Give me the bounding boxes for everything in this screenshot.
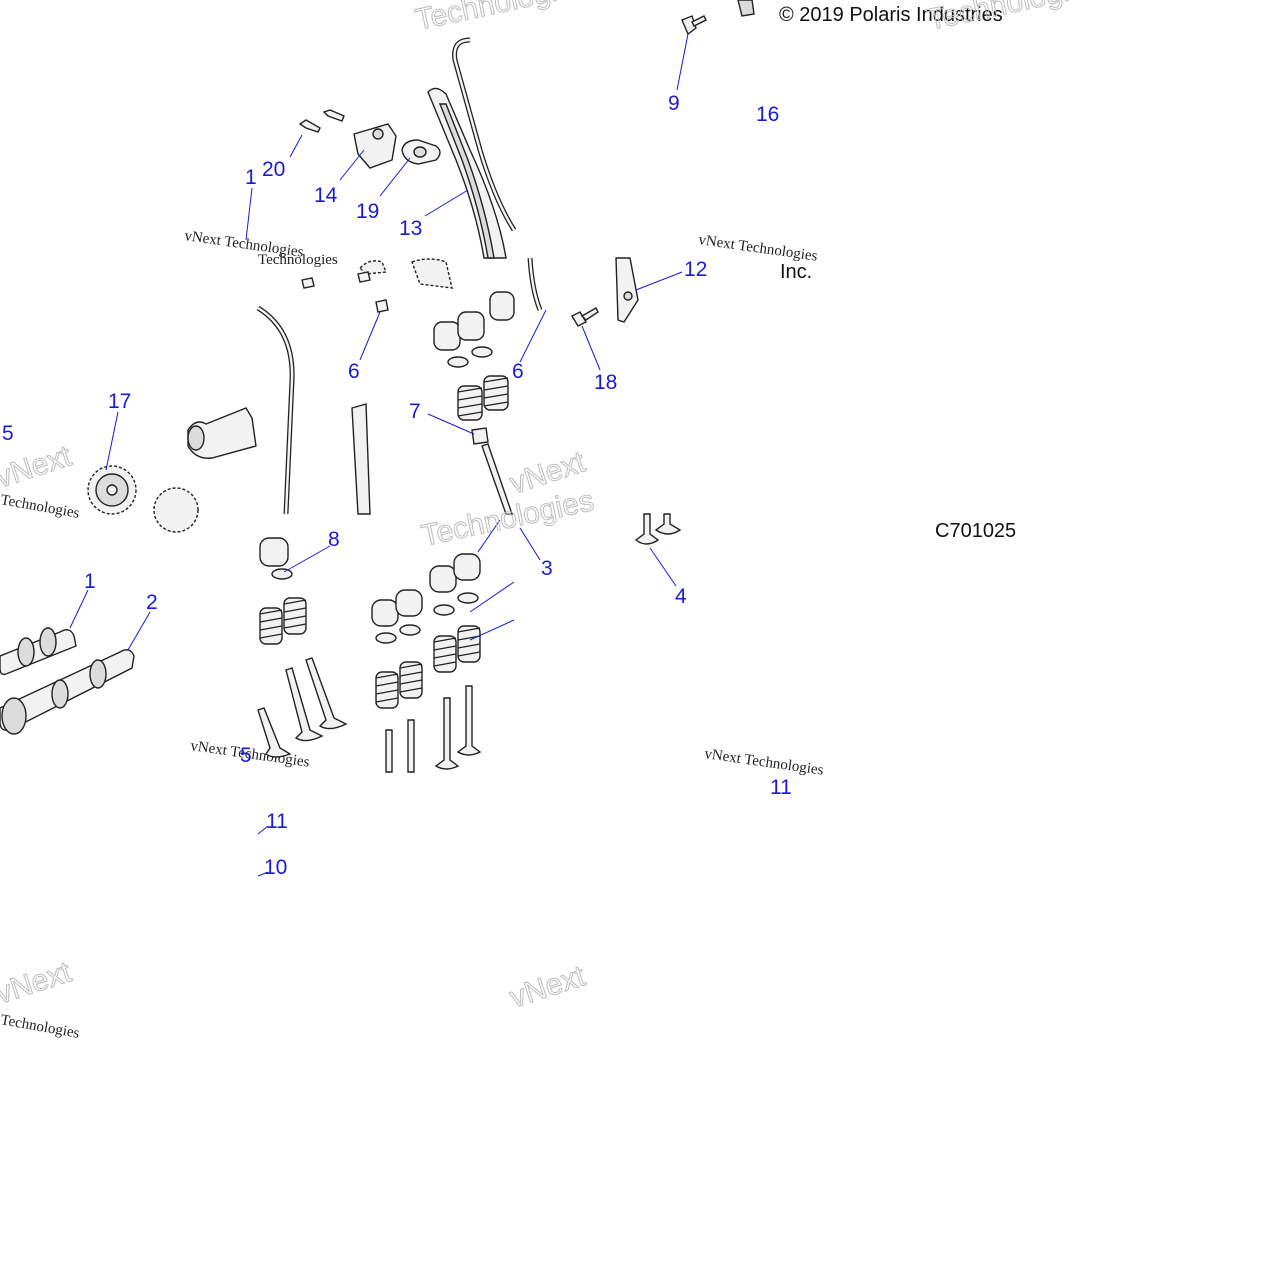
valve	[257, 707, 292, 758]
callout-5-left: 5	[2, 422, 14, 445]
bolt	[322, 109, 345, 122]
tile-tensioner: 20 14 19 13 1 Technologies vNext Technol…	[183, 0, 591, 261]
tile-guide-right: 12 18 6 vNext Technologies vNext	[505, 232, 818, 501]
callout-3: 3	[541, 557, 553, 580]
callout-20: 20	[262, 158, 285, 181]
chain-guide-12	[615, 257, 639, 323]
callout-13: 13	[399, 217, 422, 240]
tile-valves-4: 3 4 vNext Technologies 11	[519, 513, 825, 799]
bolt-18	[571, 311, 587, 327]
bolt-head	[681, 15, 697, 36]
watermark-text: vNext Technologies	[703, 746, 824, 779]
camshaft-1	[0, 629, 77, 676]
tile-cam-gears: 17 5 Technologies vNext	[0, 390, 257, 533]
watermark-logo: Technologies	[419, 484, 597, 553]
valve-spring	[375, 671, 399, 709]
valve	[634, 513, 660, 545]
bucket-tappet	[457, 311, 485, 341]
callout-12: 12	[684, 258, 707, 281]
callout-4: 4	[675, 585, 687, 608]
callout-1: 1	[84, 570, 96, 593]
bucket-tappet	[259, 537, 289, 567]
watermark-logo: Technologies	[925, 0, 1103, 37]
tensioner	[353, 123, 397, 169]
watermark-text: Technologies	[258, 252, 338, 268]
valve-spring	[283, 597, 307, 635]
valve	[456, 685, 482, 756]
callout-17: 17	[108, 390, 131, 413]
valve	[385, 729, 393, 773]
callout-7: 7	[409, 400, 421, 423]
bucket-tappet	[371, 599, 399, 627]
callout-9: 9	[668, 92, 680, 115]
valve-spring	[457, 385, 483, 421]
cam-sprocket	[153, 487, 199, 533]
copyright-text: © 2019 Polaris Industries	[779, 4, 1003, 26]
callout-1-top: 1	[245, 166, 257, 189]
watermark-logo: vNext	[0, 955, 76, 1010]
callout-6-right: 6	[512, 360, 524, 383]
valve	[285, 667, 324, 742]
callout-5-lower: 5	[240, 744, 252, 767]
valve-spring	[399, 661, 423, 699]
callout-16: 16	[756, 103, 779, 126]
tile-bolts-lower: 11 10 vNext Technologies vNext	[0, 810, 590, 1042]
watermark-text: vNext Technologies	[697, 232, 818, 265]
callout-8: 8	[328, 528, 340, 551]
tile-camshafts: 1 2 vNext Technologies 5	[0, 570, 311, 771]
spring-retainer	[447, 356, 469, 368]
valve	[434, 697, 460, 770]
callout-18: 18	[594, 371, 617, 394]
watermark-text: Technologies	[0, 1012, 81, 1042]
valve	[654, 513, 682, 535]
tile-valvetrain-upper: 6 7 Technologies	[256, 252, 515, 515]
valve-spring	[433, 635, 457, 673]
watermark-text: Technologies	[0, 492, 81, 522]
callout-2: 2	[146, 591, 158, 614]
callout-14: 14	[314, 184, 338, 207]
callout-19: 19	[356, 200, 379, 223]
camshaft-end	[187, 407, 257, 459]
callout-6-center: 6	[348, 360, 360, 383]
watermark-logo: vNext	[0, 439, 76, 494]
chain-guide-strip	[351, 403, 371, 515]
valve-stem	[481, 443, 513, 515]
bolt	[298, 119, 321, 133]
callout-10: 10	[264, 856, 287, 879]
valve	[407, 719, 415, 773]
callout-11-right: 11	[770, 776, 792, 799]
valve-spring	[457, 625, 481, 663]
watermark-logo: Technologies	[413, 0, 591, 37]
inc-fragment: Inc.	[780, 261, 812, 283]
bucket-tappet	[433, 321, 461, 351]
valve-spring	[483, 375, 509, 411]
tile-valvetrain-lower: 8 Technologies	[257, 484, 597, 773]
watermark-logo: vNext	[506, 959, 590, 1014]
valve-seal	[471, 427, 489, 445]
diagram-code: C701025	[935, 520, 1016, 542]
valve-spring	[259, 607, 283, 645]
callout-11: 11	[266, 810, 288, 833]
bucket-tappet	[489, 291, 515, 321]
valve	[305, 657, 348, 730]
